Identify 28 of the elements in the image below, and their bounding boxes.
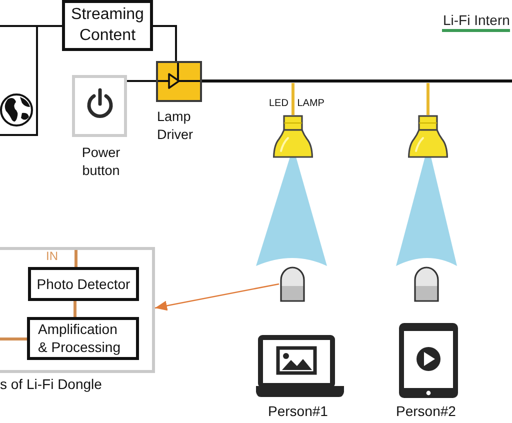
connector	[38, 25, 62, 27]
process-box: Photo Detector	[28, 267, 139, 301]
node-caption: LED LAMP	[269, 98, 324, 110]
bus-line	[202, 80, 512, 82]
lamp-cord	[426, 83, 430, 115]
arrow	[154, 283, 280, 311]
connector	[153, 25, 177, 61]
dongle-frame	[0, 247, 155, 373]
photodiode-sensor	[413, 266, 440, 302]
heading-label: Li-Fi Intern	[442, 12, 510, 32]
led-lamp-with-light-beam	[396, 115, 457, 266]
signal-line	[0, 338, 27, 340]
connector	[127, 80, 156, 82]
process-box: Amplification & Processing	[27, 317, 139, 360]
process-box: Streaming Content	[62, 0, 153, 51]
node-caption: Power button	[80, 144, 122, 180]
node-caption: s of Li-Fi Dongle	[0, 376, 102, 393]
signal-label: IN	[46, 249, 58, 263]
node-caption: Lamp Driver	[157, 108, 194, 144]
signal-line	[74, 301, 76, 317]
device-caption: Person#1	[268, 403, 328, 420]
led-lamp-with-light-beam	[256, 115, 327, 266]
network-frame	[0, 25, 38, 136]
photodiode-sensor	[279, 266, 306, 302]
signal-line	[74, 250, 78, 267]
device-caption: Person#2	[396, 403, 456, 420]
power-tile	[72, 75, 127, 137]
lamp-cord	[292, 83, 294, 115]
